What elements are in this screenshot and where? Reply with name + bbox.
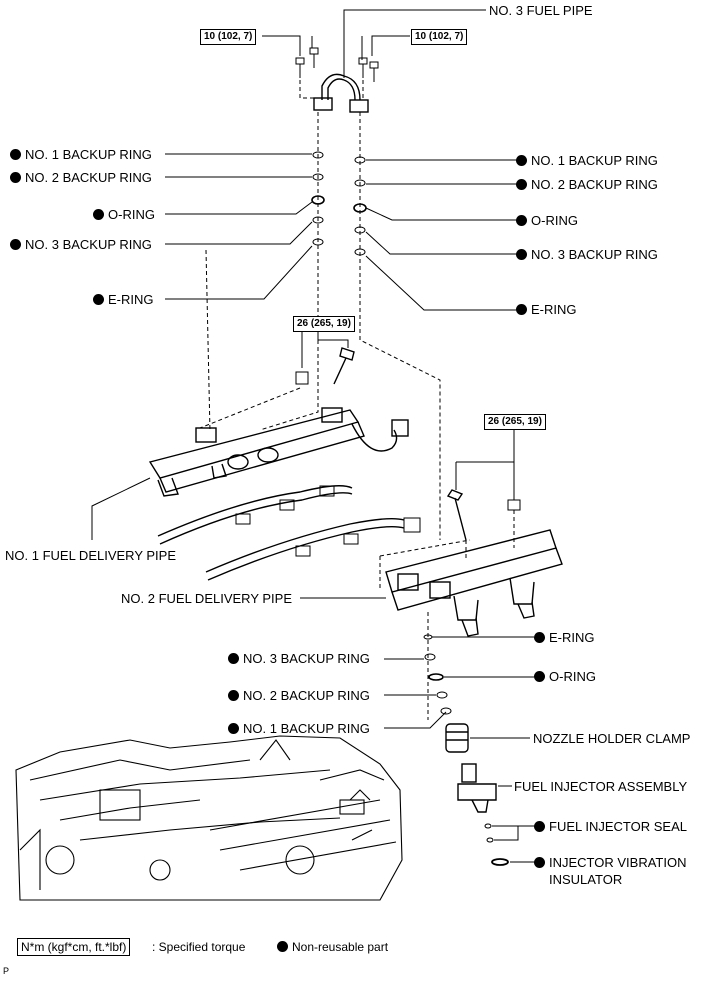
- corner-mark: P: [3, 966, 10, 976]
- leader-no3-fuel-pipe: [343, 9, 486, 78]
- nozzle-holder-clamp-shape: [445, 723, 469, 753]
- legend-torque-unit: N*m (kgf*cm, ft.*lbf): [17, 938, 131, 956]
- non-reusable-icon: [10, 172, 21, 183]
- torque-spec-delivery-upper: 26 (265, 19): [293, 316, 355, 332]
- bolt-icon: [295, 47, 319, 78]
- non-reusable-icon: [10, 239, 21, 250]
- label-fuel-injector-seal: FUEL INJECTOR SEAL: [534, 819, 687, 834]
- label-no1-fuel-delivery-pipe: NO. 1 FUEL DELIVERY PIPE: [5, 548, 176, 563]
- non-reusable-icon: [93, 294, 104, 305]
- non-reusable-icon: [93, 209, 104, 220]
- label-right-o-ring: O-RING: [516, 213, 578, 228]
- leader-torque-left: [262, 35, 313, 56]
- label-left-no3-backup-ring: NO. 3 BACKUP RING: [10, 237, 152, 252]
- label-injector-vibration-insulator-line2: INSULATOR: [549, 872, 623, 887]
- label-left-e-ring: E-RING: [93, 292, 154, 307]
- label-lower-no1-backup-ring: NO. 1 BACKUP RING: [228, 721, 370, 736]
- leader-torque-right: [361, 35, 410, 60]
- label-left-no2-backup-ring: NO. 2 BACKUP RING: [10, 170, 152, 185]
- non-reusable-icon: [277, 941, 288, 952]
- non-reusable-icon: [516, 304, 527, 315]
- non-reusable-icon: [516, 249, 527, 260]
- label-right-no2-backup-ring: NO. 2 BACKUP RING: [516, 177, 658, 192]
- label-no3-fuel-pipe: NO. 3 FUEL PIPE: [489, 3, 593, 18]
- label-lower-no2-backup-ring: NO. 2 BACKUP RING: [228, 688, 370, 703]
- label-lower-no3-backup-ring: NO. 3 BACKUP RING: [228, 651, 370, 666]
- bolt-icon: [358, 57, 379, 82]
- label-injector-vibration-insulator: INJECTOR VIBRATION: [534, 855, 686, 870]
- legend-non-reusable: Non-reusable part: [277, 940, 388, 954]
- label-nozzle-holder-clamp: NOZZLE HOLDER CLAMP: [533, 731, 691, 746]
- legend-torque-desc: : Specified torque: [152, 940, 246, 954]
- fuel-injector-shape: [457, 763, 497, 813]
- non-reusable-icon: [516, 155, 527, 166]
- label-left-no1-backup-ring: NO. 1 BACKUP RING: [10, 147, 152, 162]
- non-reusable-icon: [228, 653, 239, 664]
- non-reusable-icon: [534, 857, 545, 868]
- wire-harness-1: [157, 485, 353, 545]
- non-reusable-icon: [516, 215, 527, 226]
- torque-spec-delivery-lower: 26 (265, 19): [484, 414, 546, 430]
- non-reusable-icon: [534, 671, 545, 682]
- label-no2-fuel-delivery-pipe: NO. 2 FUEL DELIVERY PIPE: [121, 591, 292, 606]
- label-lower-e-ring: E-RING: [534, 630, 595, 645]
- no3-fuel-pipe-shape: [313, 73, 369, 113]
- label-lower-o-ring: O-RING: [534, 669, 596, 684]
- engine-sketch: [15, 735, 403, 901]
- label-left-o-ring: O-RING: [93, 207, 155, 222]
- no2-fuel-delivery-pipe-shape: [385, 529, 563, 637]
- label-right-no3-backup-ring: NO. 3 BACKUP RING: [516, 247, 658, 262]
- wire-harness-2: [205, 517, 405, 581]
- label-fuel-injector-assembly: FUEL INJECTOR ASSEMBLY: [514, 779, 688, 794]
- non-reusable-icon: [228, 690, 239, 701]
- torque-spec-left: 10 (102, 7): [200, 29, 257, 45]
- no1-fuel-delivery-pipe-shape: [148, 407, 409, 497]
- non-reusable-icon: [516, 179, 527, 190]
- non-reusable-icon: [534, 632, 545, 643]
- label-right-no1-backup-ring: NO. 1 BACKUP RING: [516, 153, 658, 168]
- torque-spec-right: 10 (102, 7): [411, 29, 468, 45]
- label-right-e-ring: E-RING: [516, 302, 577, 317]
- non-reusable-icon: [10, 149, 21, 160]
- non-reusable-icon: [534, 821, 545, 832]
- non-reusable-icon: [228, 723, 239, 734]
